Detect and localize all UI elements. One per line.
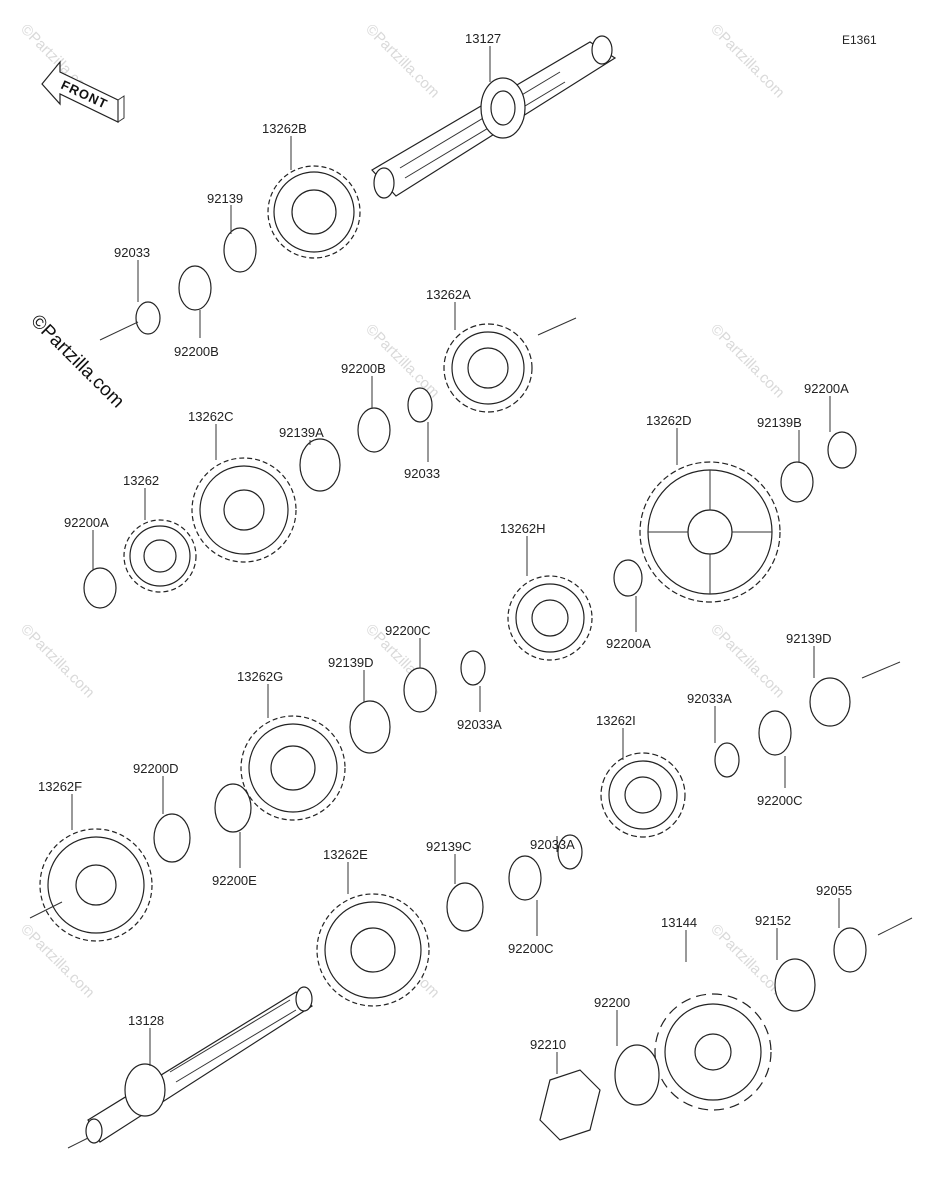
label-92139D-2: 92139D <box>786 631 832 646</box>
part-labels: 13127 13262B 92139 92033 92200B 13262A 9… <box>38 31 852 1052</box>
label-13144: 13144 <box>661 915 697 930</box>
watermark-tile: ©Partzilla.com <box>707 21 788 102</box>
label-92200B-1: 92200B <box>174 344 219 359</box>
label-13128: 13128 <box>128 1013 164 1028</box>
part-92139B-drawing <box>780 461 814 503</box>
part-13128-drawing <box>85 986 313 1144</box>
label-13262G: 13262G <box>237 669 283 684</box>
label-13262: 13262 <box>123 473 159 488</box>
label-92152: 92152 <box>755 913 791 928</box>
part-92200D-drawing <box>153 813 191 863</box>
gear-drawings <box>39 165 781 1111</box>
part-92152-drawing <box>774 958 816 1012</box>
label-92139D-1: 92139D <box>328 655 374 670</box>
label-92210: 92210 <box>530 1037 566 1052</box>
part-13262G-drawing <box>240 715 346 821</box>
part-13144-drawing <box>654 993 772 1111</box>
part-13262-drawing <box>123 519 197 593</box>
label-92055: 92055 <box>816 883 852 898</box>
part-92200C-1-drawing <box>403 667 437 713</box>
part-92200E-drawing <box>214 783 252 833</box>
label-92139A: 92139A <box>279 425 324 440</box>
part-92139D-1-drawing <box>349 700 391 754</box>
label-92200A-1: 92200A <box>64 515 109 530</box>
part-13262C-drawing <box>191 457 297 563</box>
front-arrow-icon: FRONT <box>41 60 125 123</box>
label-92200C-2: 92200C <box>757 793 803 808</box>
part-92033A-1-drawing <box>460 650 486 686</box>
part-92200A-2-drawing <box>827 431 857 469</box>
small-part-drawings <box>83 227 867 1141</box>
label-92033A-2: 92033A <box>687 691 732 706</box>
watermark-tile: ©Partzilla.com <box>707 621 788 702</box>
label-13262C: 13262C <box>188 409 234 424</box>
part-13262F-drawing <box>39 828 153 942</box>
label-92200B-2: 92200B <box>341 361 386 376</box>
label-13262E: 13262E <box>323 847 368 862</box>
part-92210-drawing <box>539 1069 601 1141</box>
label-13262I: 13262I <box>596 713 636 728</box>
label-92200C-1: 92200C <box>385 623 431 638</box>
part-92055-drawing <box>833 927 867 973</box>
label-13262D: 13262D <box>646 413 692 428</box>
label-13262B: 13262B <box>262 121 307 136</box>
part-92200B-1-drawing <box>178 265 212 311</box>
part-92033A-3-drawing <box>557 834 583 870</box>
diagram-code: E1361 <box>842 33 877 47</box>
part-92200A-1-drawing <box>83 567 117 609</box>
part-92139-drawing <box>223 227 257 273</box>
part-92139C-drawing <box>446 882 484 932</box>
part-13262D-drawing <box>639 461 781 603</box>
watermark-tile: ©Partzilla.com <box>362 21 443 102</box>
label-13262H: 13262H <box>500 521 546 536</box>
part-92200B-2-drawing <box>357 407 391 453</box>
part-92139D-2-drawing <box>809 677 851 727</box>
label-92200D: 92200D <box>133 761 179 776</box>
label-92139: 92139 <box>207 191 243 206</box>
watermark-tile: ©Partzilla.com <box>17 621 98 702</box>
part-92200C-2-drawing <box>758 710 792 756</box>
label-92139B: 92139B <box>757 415 802 430</box>
part-13262H-drawing <box>507 575 593 661</box>
label-92033A-3: 92033A <box>530 837 575 852</box>
part-92139A-drawing <box>299 438 341 492</box>
part-92033-2-drawing <box>407 387 433 423</box>
part-13262E-drawing <box>316 893 430 1007</box>
label-92033-2: 92033 <box>404 466 440 481</box>
watermark-tile: ©Partzilla.com <box>707 321 788 402</box>
part-13262A-drawing <box>443 323 533 413</box>
label-92033: 92033 <box>114 245 150 260</box>
label-92033A-1: 92033A <box>457 717 502 732</box>
axis-guides <box>29 317 913 1149</box>
label-13127: 13127 <box>465 31 501 46</box>
part-92200C-3-drawing <box>508 855 542 901</box>
part-92200-drawing <box>614 1044 660 1106</box>
part-92200A-3-drawing <box>613 559 643 597</box>
label-92200E: 92200E <box>212 873 257 888</box>
label-92200: 92200 <box>594 995 630 1010</box>
part-92033A-2-drawing <box>714 742 740 778</box>
part-13262I-drawing <box>600 752 686 838</box>
part-13262B-drawing <box>267 165 361 259</box>
watermark-side: ©Partzilla.com <box>26 311 128 413</box>
label-92200A-2: 92200A <box>804 381 849 396</box>
part-92033-drawing <box>135 301 161 335</box>
leader-lines <box>71 46 840 1074</box>
label-13262A: 13262A <box>426 287 471 302</box>
label-92139C: 92139C <box>426 839 472 854</box>
label-92200A-3: 92200A <box>606 636 651 651</box>
part-13127-drawing <box>371 35 617 199</box>
label-13262F: 13262F <box>38 779 82 794</box>
label-92200C-3: 92200C <box>508 941 554 956</box>
